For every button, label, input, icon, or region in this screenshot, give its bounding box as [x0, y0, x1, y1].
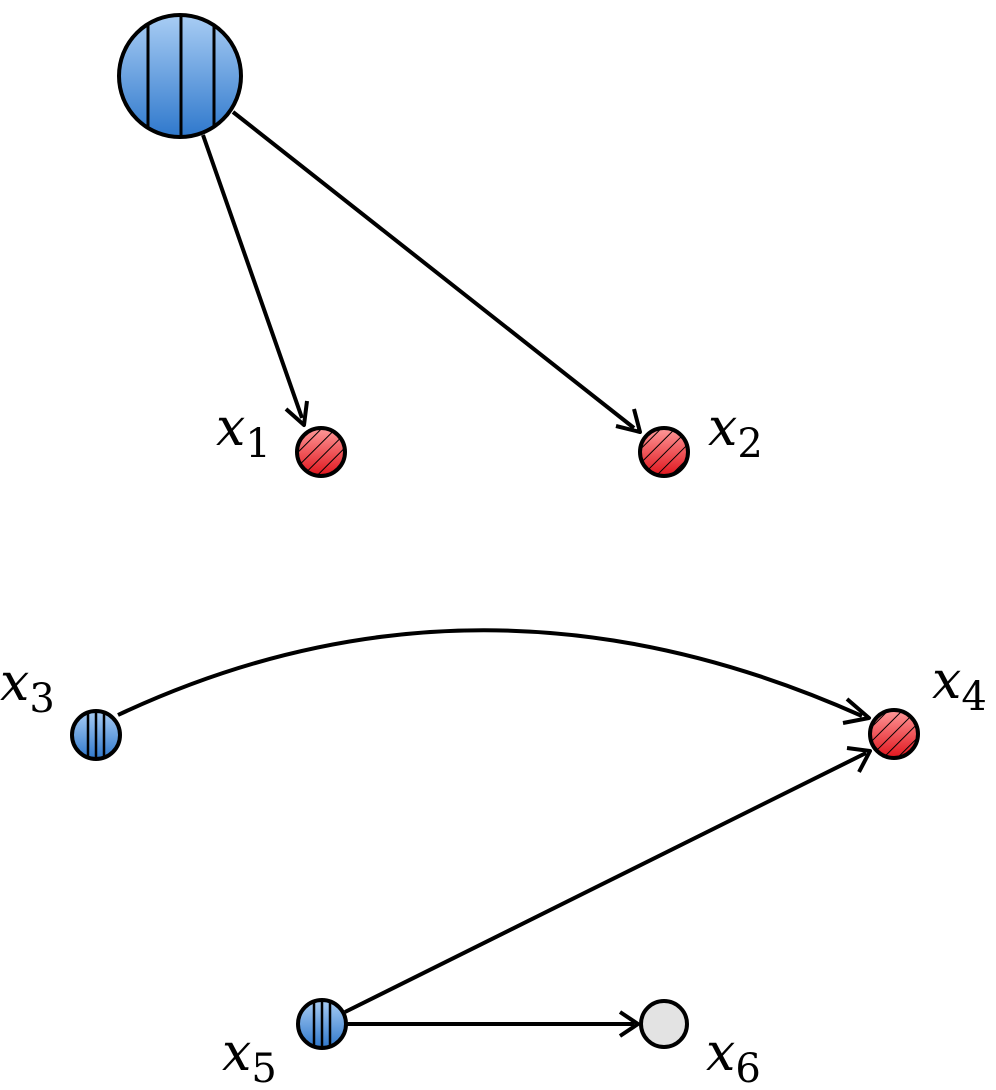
- label-x4: x4: [932, 651, 987, 720]
- edge-root-x2: [231, 110, 642, 434]
- label-x1: x1: [216, 398, 271, 467]
- edge-x3-x4: [117, 628, 871, 725]
- label-x6: x6: [706, 1023, 761, 1090]
- node-x3: [70, 709, 122, 761]
- node-x4: [868, 708, 920, 760]
- edge-x5-x6: [346, 1010, 640, 1038]
- edge-x5-x4: [344, 746, 872, 1014]
- label-x5: x5: [222, 1023, 277, 1090]
- node-x1: [295, 426, 347, 478]
- label-x3: x3: [0, 653, 55, 722]
- root-node: [117, 13, 243, 139]
- edge-root-x1: [201, 134, 309, 427]
- node-x6: [639, 999, 689, 1049]
- label-x2: x2: [708, 398, 763, 467]
- node-x5: [296, 998, 348, 1050]
- node-x2: [638, 426, 690, 478]
